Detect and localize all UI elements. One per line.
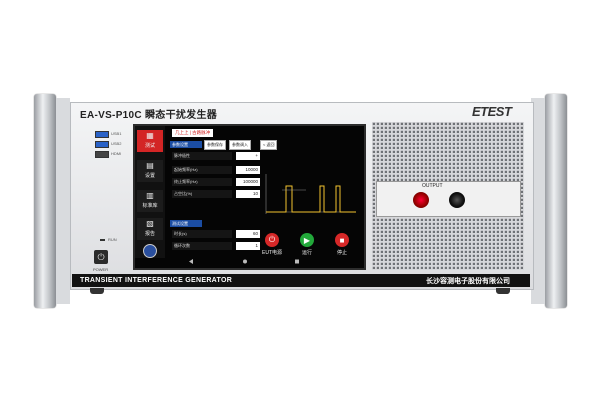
sidebar-item-label: 测试 <box>144 143 155 149</box>
sidebar-item-label: 标准库 <box>142 203 158 209</box>
sidebar-item-label: 设置 <box>144 173 155 179</box>
nav-home-icon <box>243 259 247 264</box>
play-icon: ▶ <box>303 235 311 245</box>
param-label-end-freq: 终止频率(Hz) <box>172 178 232 186</box>
waveform-title-tab[interactable]: 几上上 | 古路脉冲 <box>172 129 214 137</box>
param-value-start-freq[interactable]: 10000 <box>236 166 260 174</box>
output-negative-jack[interactable] <box>449 192 465 208</box>
power-icon: ⏻ <box>97 251 105 262</box>
usb2-label: USB2 <box>111 141 122 146</box>
bottom-bar <box>72 274 530 287</box>
power-button[interactable]: ⏻ <box>94 250 108 264</box>
param-label-polarity: 脉冲极性 <box>172 152 232 160</box>
left-rack-handle <box>34 94 56 308</box>
param-label-duty: 占空比(%) <box>172 190 232 198</box>
output-label: OUTPUT <box>420 183 445 189</box>
left-foot <box>90 288 104 294</box>
brand-logo: ETEST <box>472 104 512 119</box>
library-icon: ▥ <box>146 191 154 200</box>
screen-nav-bar <box>189 259 299 264</box>
usb1-label: USB1 <box>111 131 122 136</box>
power-label: POWER <box>93 267 109 272</box>
sidebar-item-report[interactable]: ▧ 报告 <box>137 218 163 240</box>
section-test: 测试设置 <box>170 220 202 227</box>
param-label-start-freq: 起始频率(Hz) <box>172 166 232 174</box>
settings-icon: ▤ <box>146 161 154 170</box>
param-value-polarity[interactable]: + <box>236 152 260 160</box>
power-icon: ⏻ <box>268 235 276 244</box>
usb1-port[interactable] <box>95 131 109 138</box>
run-button[interactable]: ▶ <box>300 233 314 247</box>
eut-power-label: EUT电源 <box>262 250 283 256</box>
sidebar-item-test[interactable]: ▦ 测试 <box>137 130 163 152</box>
param-value-duty[interactable]: 10 <box>236 190 260 198</box>
right-rack-ear <box>531 98 545 304</box>
section-params: 参数设置 <box>170 141 202 148</box>
tab-back[interactable]: < 返回 <box>260 140 278 150</box>
hdmi-port[interactable] <box>95 151 109 158</box>
run-button-label: 运行 <box>302 250 313 256</box>
report-icon: ▧ <box>146 219 154 228</box>
usb2-port[interactable] <box>95 141 109 148</box>
eut-power-button[interactable]: ⏻ <box>265 233 279 247</box>
test-value-cycles[interactable]: 1 <box>236 242 260 250</box>
stop-button-label: 停止 <box>337 250 348 256</box>
left-rack-ear <box>56 98 70 304</box>
sidebar-item-settings[interactable]: ▤ 设置 <box>137 160 163 182</box>
waveform-trace <box>266 185 356 213</box>
nav-back-icon <box>189 259 193 264</box>
right-foot <box>496 288 510 294</box>
tab-load-params[interactable]: 参数调入 <box>229 140 251 150</box>
output-positive-jack[interactable] <box>413 192 429 208</box>
sidebar-item-library[interactable]: ▥ 标准库 <box>137 190 163 212</box>
test-label-cycles: 循环次数 <box>172 242 232 250</box>
nav-recent-icon <box>295 259 299 264</box>
tab-save-params[interactable]: 参数保存 <box>204 140 226 150</box>
test-icon: ▦ <box>146 131 154 140</box>
sidebar-item-label: 报告 <box>144 231 155 237</box>
run-label: RUN <box>108 237 117 242</box>
output-panel <box>376 181 521 217</box>
stop-icon: ■ <box>339 235 345 245</box>
product-name-label: TRANSIENT INTERFERENCE GENERATOR <box>80 277 233 284</box>
param-value-end-freq[interactable]: 100000 <box>236 178 260 186</box>
model-title: EA-VS-P10C 瞬态干扰发生器 <box>80 110 218 121</box>
right-rack-handle <box>545 94 567 308</box>
test-label-duration: 时长(s) <box>172 230 232 238</box>
waveform-preview <box>265 174 356 214</box>
company-name-label: 长沙容测电子股份有限公司 <box>426 278 510 285</box>
hdmi-label: HDMI <box>111 151 122 156</box>
test-value-duration[interactable]: 60 <box>236 230 260 238</box>
camera-icon[interactable] <box>143 244 157 258</box>
run-led <box>100 239 105 241</box>
stop-button[interactable]: ■ <box>335 233 349 247</box>
